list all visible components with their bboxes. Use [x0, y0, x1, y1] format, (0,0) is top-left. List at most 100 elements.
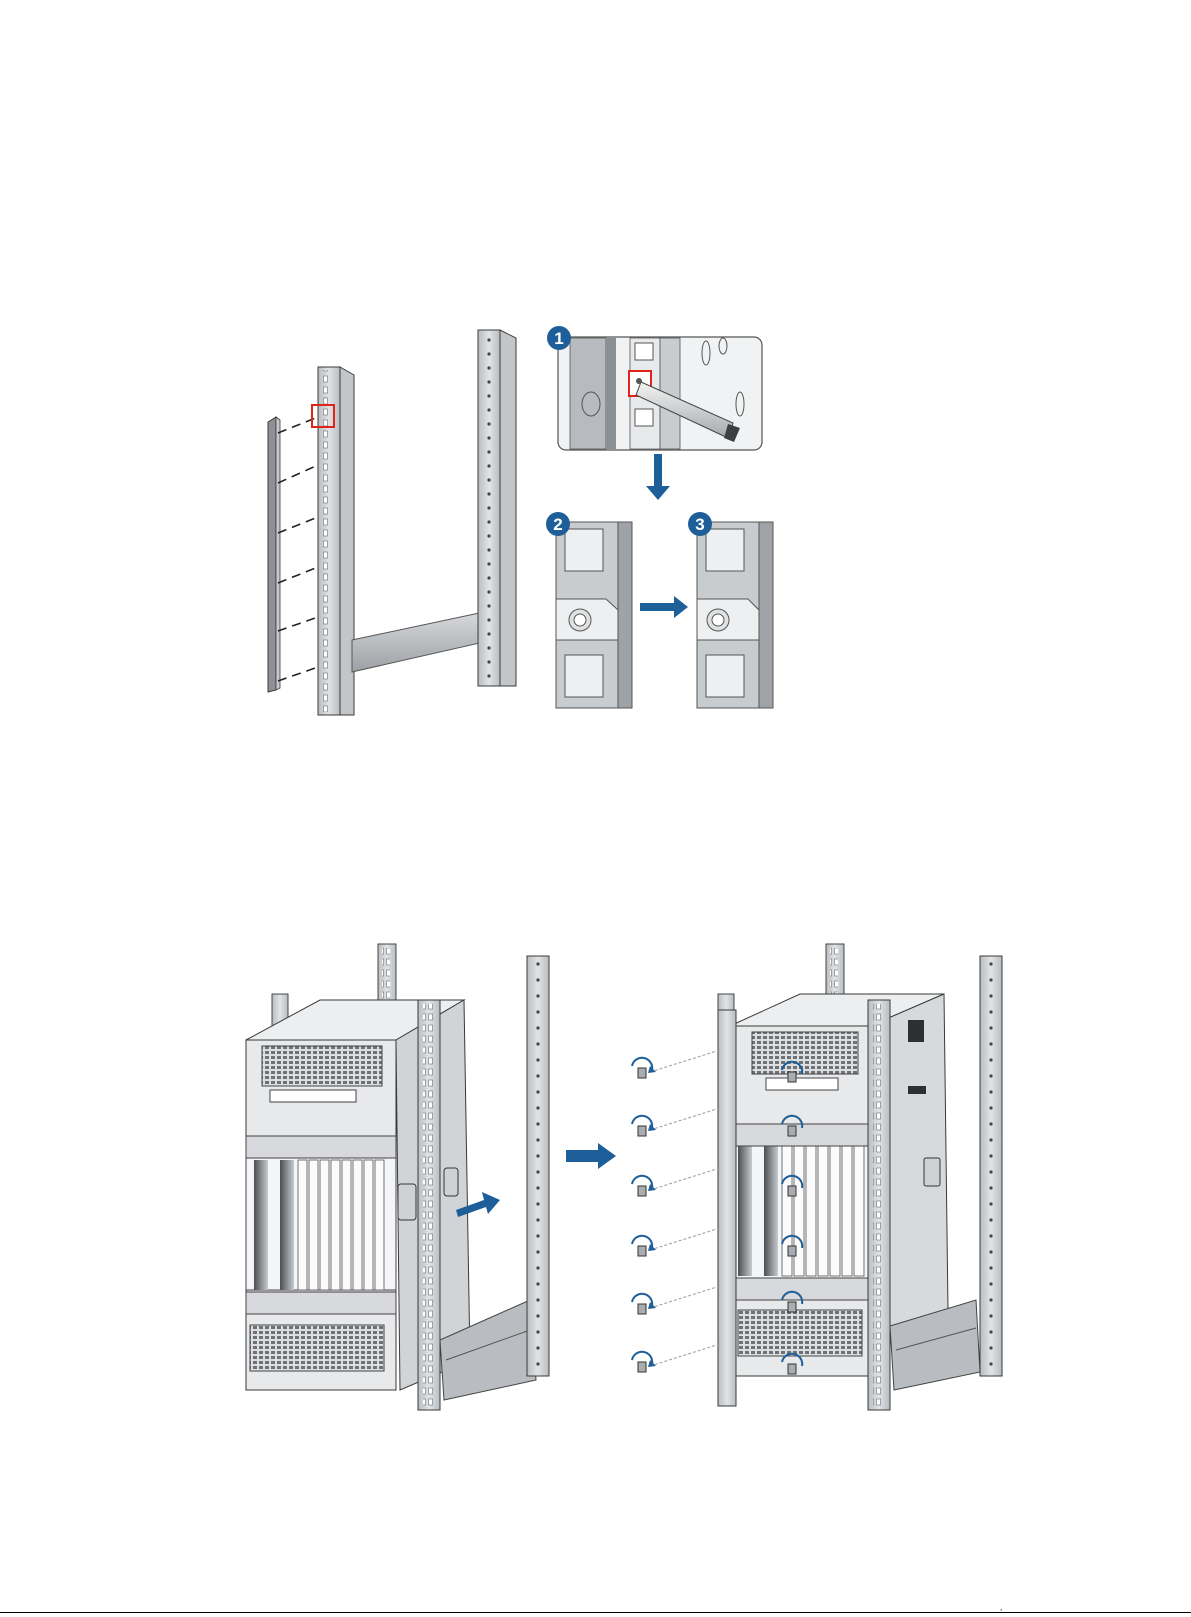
line-card — [806, 1146, 816, 1276]
post-hole — [989, 1154, 992, 1157]
post-hole — [989, 1186, 992, 1189]
step3-number: 3 — [695, 515, 704, 534]
post-hole — [536, 1138, 539, 1141]
post-hole — [989, 1266, 992, 1269]
floating-mounting-rail — [268, 417, 280, 692]
post-hole — [536, 1170, 539, 1173]
post-hole — [487, 478, 490, 481]
post-hole — [487, 464, 490, 467]
post-hole — [989, 1170, 992, 1173]
step1-detail — [558, 337, 762, 450]
post-hole — [536, 1298, 539, 1301]
post-hole — [487, 590, 490, 593]
post-hole — [536, 1202, 539, 1205]
post-hole — [989, 1362, 992, 1365]
post-hole — [536, 1122, 539, 1125]
post-hole — [989, 1330, 992, 1333]
post-hole — [989, 1314, 992, 1317]
post-hole — [487, 646, 490, 649]
post-hole — [487, 674, 490, 677]
down-arrow — [646, 454, 670, 500]
post-hole — [487, 632, 490, 635]
screw-with-rotation-arrow — [632, 1286, 720, 1314]
alignment-lines — [278, 417, 318, 681]
post-hole — [536, 1282, 539, 1285]
post-hole — [536, 1058, 539, 1061]
right-arrow — [640, 596, 688, 618]
step3-detail — [697, 522, 773, 708]
post-hole — [536, 1090, 539, 1093]
post-hole — [536, 1234, 539, 1237]
post-hole — [487, 660, 490, 663]
right-rack-post — [478, 330, 516, 686]
post-hole — [536, 1074, 539, 1077]
line-card — [320, 1160, 329, 1290]
screw-with-rotation-arrow — [632, 1168, 720, 1196]
post-hole — [536, 1362, 539, 1365]
line-card — [298, 1160, 307, 1290]
post-hole — [536, 1186, 539, 1189]
post-hole — [487, 436, 490, 439]
post-hole — [536, 1250, 539, 1253]
post-hole — [536, 994, 539, 997]
post-hole — [487, 338, 490, 341]
post-hole — [989, 1026, 992, 1029]
post-hole — [989, 1346, 992, 1349]
post-hole — [487, 492, 490, 495]
step2-number: 2 — [553, 515, 562, 534]
screw-with-rotation-arrow — [632, 1344, 720, 1372]
post-hole — [536, 1218, 539, 1221]
left-assembly — [246, 944, 549, 1410]
post-hole — [487, 562, 490, 565]
post-hole — [989, 994, 992, 997]
post-hole — [487, 394, 490, 397]
post-hole — [487, 534, 490, 537]
post-hole — [487, 422, 490, 425]
post-hole — [536, 962, 539, 965]
line-card — [375, 1160, 384, 1290]
line-card — [818, 1146, 828, 1276]
post-hole — [487, 352, 490, 355]
post-hole — [487, 450, 490, 453]
step2-detail — [556, 522, 632, 708]
post-hole — [989, 1298, 992, 1301]
post-hole — [989, 1058, 992, 1061]
screw-with-rotation-arrow — [632, 1228, 720, 1256]
screw-with-rotation-arrow — [632, 1050, 720, 1078]
cross-beam — [352, 612, 484, 672]
post-hole — [989, 1122, 992, 1125]
post-hole — [487, 548, 490, 551]
line-card — [854, 1146, 864, 1276]
post-hole — [536, 1010, 539, 1013]
post-hole — [989, 1138, 992, 1141]
post-hole — [487, 506, 490, 509]
post-hole — [487, 576, 490, 579]
post-hole — [536, 1154, 539, 1157]
post-hole — [536, 1330, 539, 1333]
post-hole — [536, 1106, 539, 1109]
post-hole — [989, 1074, 992, 1077]
post-hole — [989, 1010, 992, 1013]
footer-mark: , — [1000, 1603, 1008, 1612]
post-hole — [989, 1202, 992, 1205]
step1-number: 1 — [554, 329, 563, 348]
post-hole — [536, 978, 539, 981]
post-hole — [989, 1090, 992, 1093]
line-card — [331, 1160, 340, 1290]
post-hole — [536, 1042, 539, 1045]
line-card — [309, 1160, 318, 1290]
post-hole — [487, 604, 490, 607]
post-hole — [989, 978, 992, 981]
transition-arrow — [566, 1143, 616, 1169]
post-hole — [989, 1106, 992, 1109]
right-assembly — [718, 944, 1002, 1410]
post-hole — [487, 520, 490, 523]
line-card — [842, 1146, 852, 1276]
post-hole — [989, 1234, 992, 1237]
line-card — [353, 1160, 362, 1290]
post-hole — [487, 366, 490, 369]
post-hole — [536, 1266, 539, 1269]
line-card — [342, 1160, 351, 1290]
left-rack-post — [318, 367, 354, 715]
